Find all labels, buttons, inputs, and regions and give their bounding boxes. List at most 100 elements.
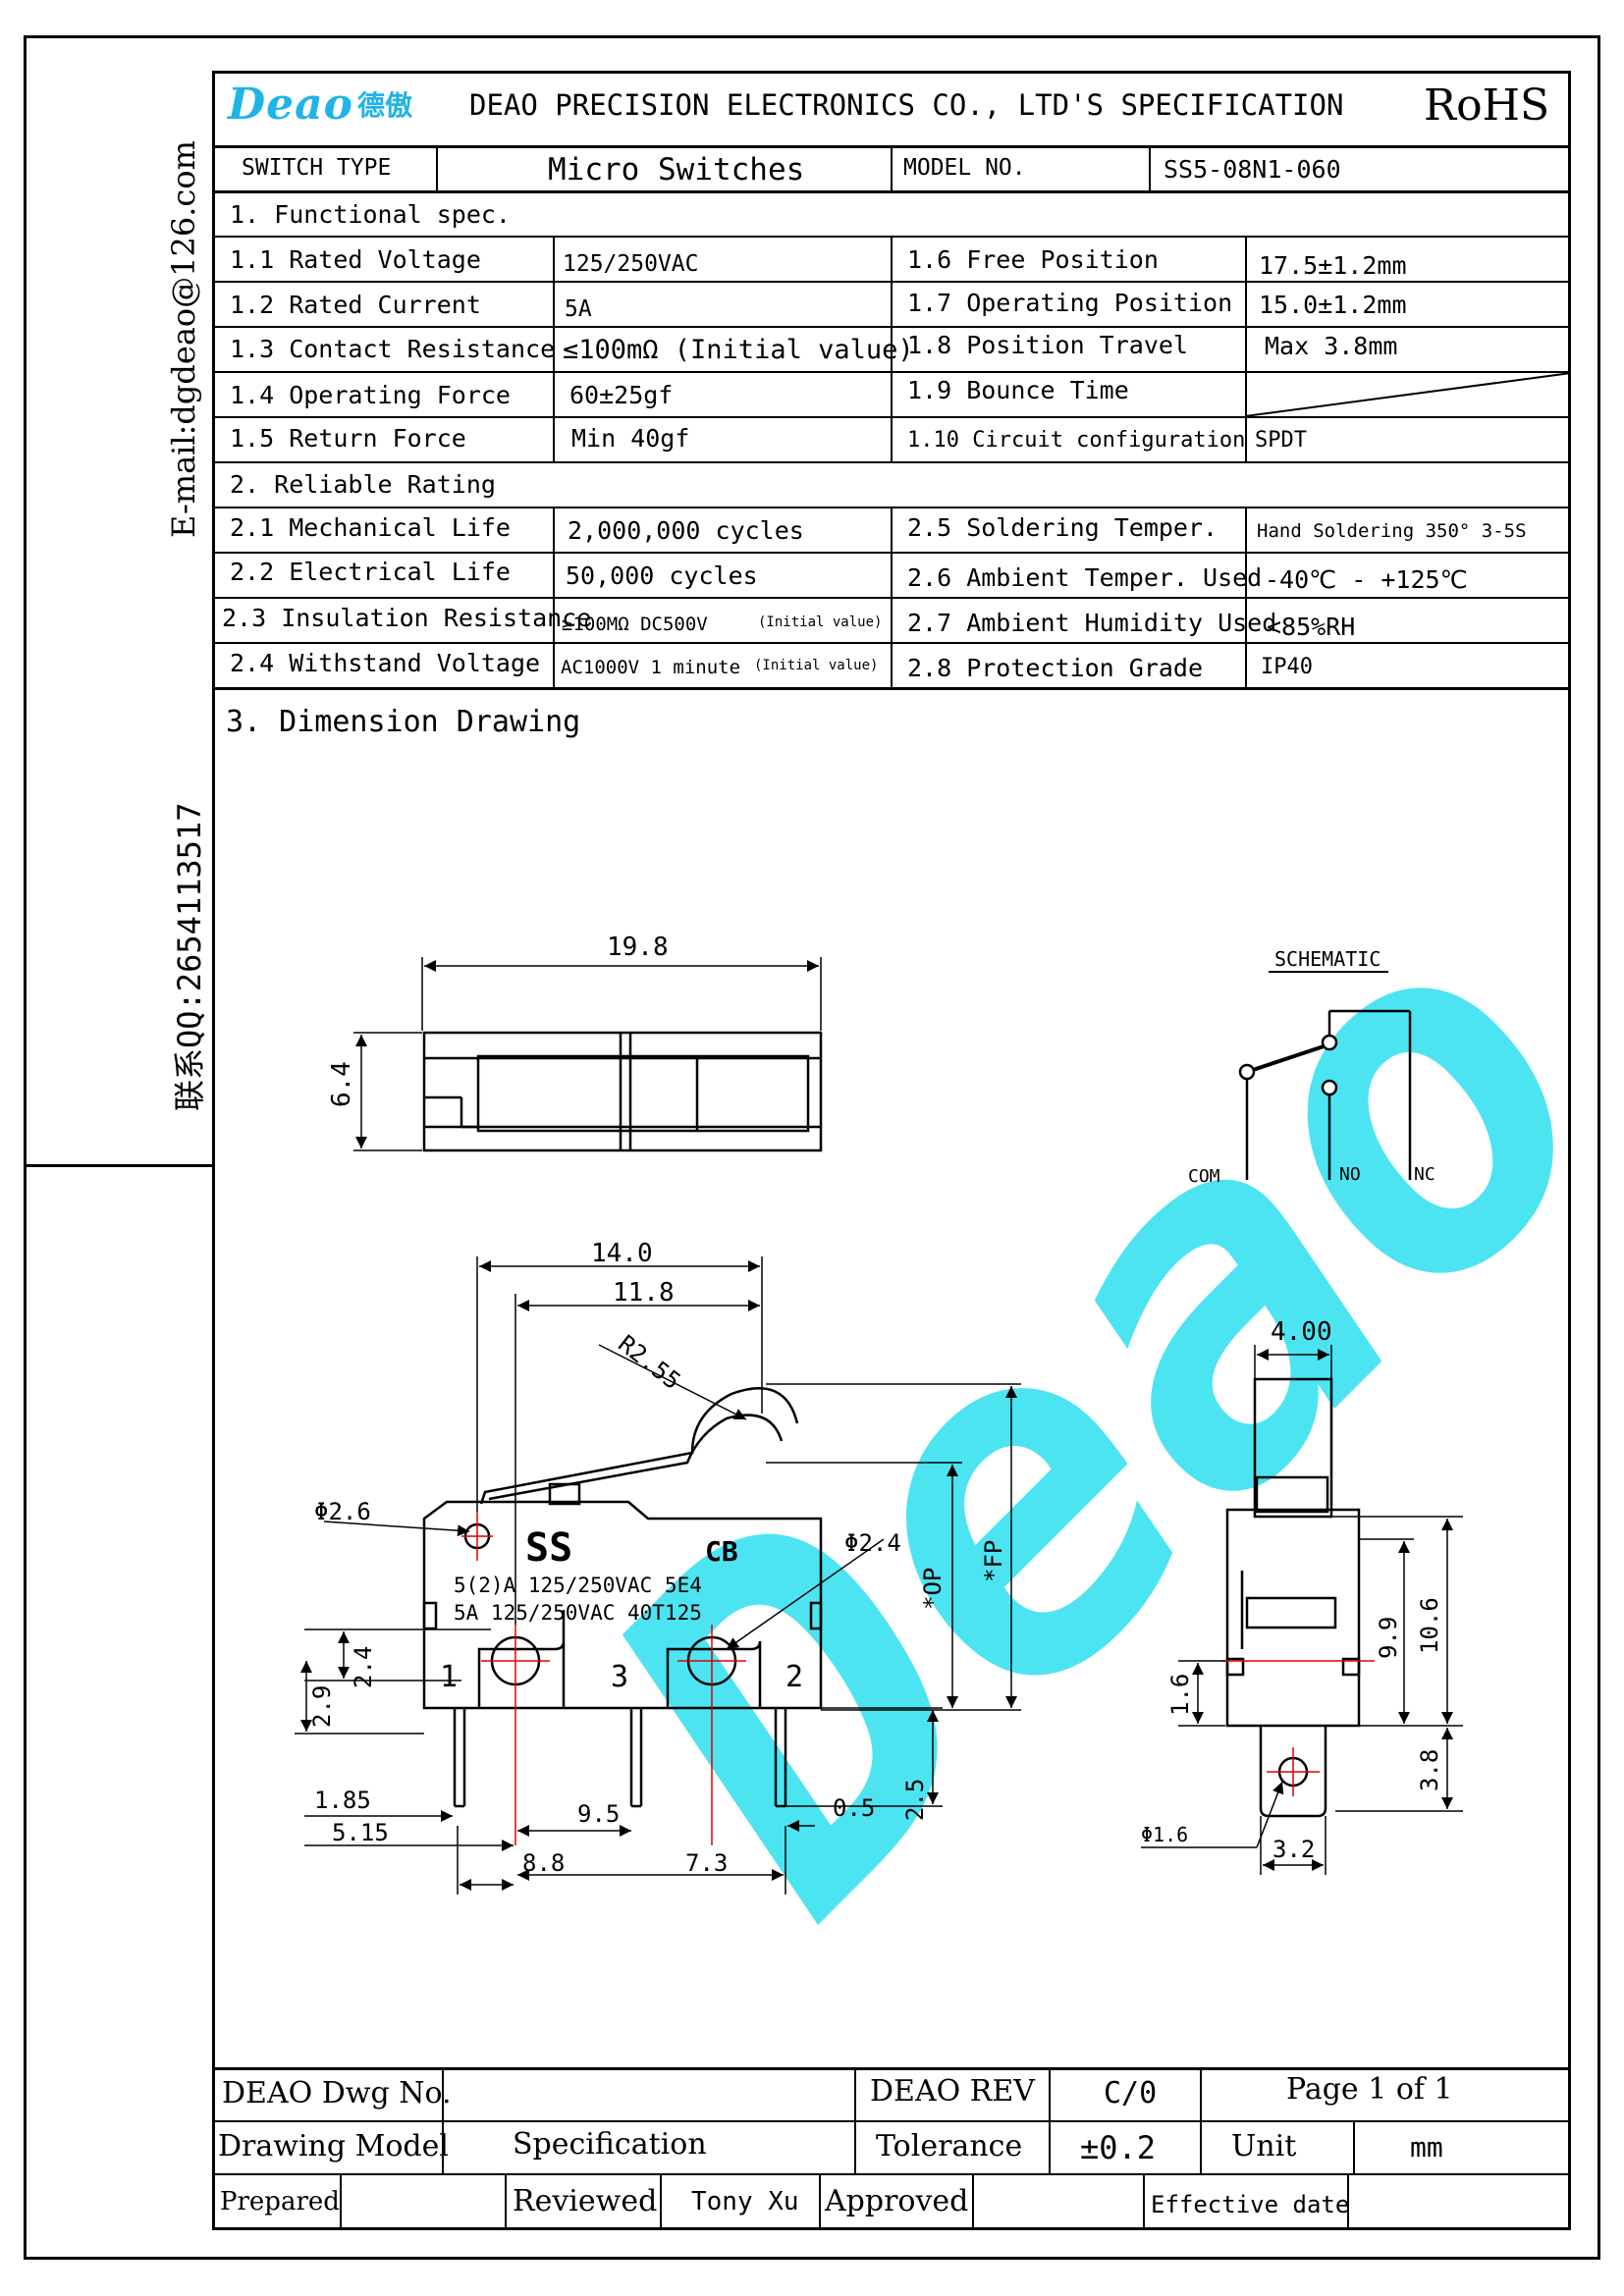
- spec-label: 1.6 Free Position: [907, 245, 1159, 274]
- spec-value: 15.0±1.2mm: [1259, 291, 1407, 319]
- footer-line: [972, 2173, 974, 2230]
- table-line: [1245, 507, 1247, 687]
- top-view-dims: [353, 957, 822, 1151]
- page-number: Page 1 of 1: [1286, 2072, 1453, 2107]
- sheet-border: [212, 71, 1571, 2230]
- switch-type-value: Micro Switches: [548, 152, 805, 187]
- spec-label: 1.10 Circuit configuration: [907, 428, 1246, 453]
- front-view-dims: [295, 1256, 1021, 1895]
- side-view-dims: [1141, 1345, 1463, 1875]
- spec-label: 1.4 Operating Force: [230, 381, 511, 409]
- effective-date-label: Effective date: [1151, 2191, 1350, 2218]
- spec-value: 2,000,000 cycles: [568, 516, 804, 545]
- dim-7-3: 7.3: [685, 1849, 728, 1877]
- dim-3-8: 3.8: [1416, 1749, 1443, 1791]
- footer-line: [1143, 2173, 1145, 2230]
- footer-line: [212, 2120, 1571, 2122]
- spec-label: 1.5 Return Force: [230, 424, 466, 453]
- watermark-text: Deao 德傲: [505, 0, 1624, 2008]
- footer-line: [505, 2173, 507, 2230]
- company-logo: Deao 德傲: [228, 80, 412, 130]
- side-view-centerlines: [1221, 1660, 1375, 1796]
- spec-value: Hand Soldering 350° 3-5S: [1257, 520, 1527, 542]
- spec-value: AC1000V 1 minute: [561, 657, 741, 678]
- spec-label: 2.2 Electrical Life: [230, 558, 511, 586]
- spec-note: (Initial value): [754, 658, 879, 673]
- rev-value: C/0: [1104, 2076, 1158, 2110]
- table-line: [891, 507, 893, 687]
- dimension-heading: 3. Dimension Drawing: [226, 705, 581, 739]
- footer-line: [442, 2067, 444, 2173]
- model-label: MODEL NO.: [903, 155, 1026, 181]
- dim-9-9: 9.9: [1375, 1617, 1402, 1659]
- spec-value: <85%RH: [1267, 613, 1356, 641]
- approved-label: Approved: [825, 2184, 969, 2218]
- dim-8-8: 8.8: [522, 1849, 565, 1877]
- dim-11-8: 11.8: [613, 1278, 675, 1308]
- schematic-com: COM: [1188, 1166, 1220, 1187]
- dim-2-5: 2.5: [901, 1779, 929, 1821]
- dim-0-5: 0.5: [833, 1794, 875, 1822]
- front-brand: SS: [525, 1525, 572, 1571]
- spec-label: 2.4 Withstand Voltage: [230, 649, 541, 677]
- prepared-label: Prepared: [220, 2187, 340, 2216]
- unit-label: Unit: [1231, 2129, 1297, 2163]
- table-line: [212, 190, 1571, 193]
- schematic: [1238, 971, 1412, 1180]
- spec-label: 1.1 Rated Voltage: [230, 245, 481, 274]
- top-view: [422, 1031, 823, 1152]
- dim-5-15: 5.15: [332, 1819, 389, 1846]
- side-divider: [24, 1164, 214, 1167]
- dim-3-2: 3.2: [1272, 1836, 1315, 1863]
- spec-value: ≥100MΩ DC500V: [562, 614, 708, 635]
- pin-1-label: 1: [440, 1660, 458, 1694]
- spec-label: 2.7 Ambient Humidity Used: [907, 609, 1277, 637]
- spec-value: 60±25gf: [569, 381, 674, 409]
- empty-cell-diagonal: [1245, 372, 1571, 416]
- spec-value: Max 3.8mm: [1265, 332, 1398, 360]
- side-view-body: [1225, 1377, 1361, 1818]
- front-view-centerlines: [461, 1512, 746, 1845]
- dim-4-00: 4.00: [1271, 1317, 1332, 1347]
- front-cert-cb: CB: [705, 1535, 738, 1568]
- spec-value: 125/250VAC: [563, 251, 699, 277]
- rohs-mark: RoHS: [1424, 80, 1550, 131]
- dim-phi2-4: Φ2.4: [844, 1529, 901, 1557]
- dim-width: 19.8: [607, 933, 669, 962]
- front-marking1: 5(2)A 125/250VAC 5E4: [454, 1574, 702, 1597]
- table-line: [212, 461, 1571, 463]
- footer-line: [212, 2067, 1571, 2070]
- dim-1-85: 1.85: [314, 1787, 371, 1814]
- drawing-model-label: Drawing Model: [218, 2129, 449, 2163]
- reviewer-name: Tony Xu: [691, 2187, 799, 2216]
- front-marking2: 5A 125/250VAC 40T125: [454, 1601, 702, 1625]
- footer-line: [1353, 2120, 1355, 2173]
- dim-phi1-6: Φ1.6: [1141, 1823, 1188, 1846]
- rev-label: DEAO REV: [870, 2074, 1035, 2109]
- spec-label: 2.5 Soldering Temper.: [907, 513, 1218, 542]
- spec-title: DEAO PRECISION ELECTRONICS CO., LTD'S SP…: [469, 88, 1344, 122]
- spec-value: 17.5±1.2mm: [1259, 251, 1407, 280]
- spec-value: 50,000 cycles: [566, 561, 758, 590]
- watermark-logo: Deao 德傲: [505, 0, 1624, 2008]
- dim-9-5: 9.5: [577, 1800, 620, 1828]
- spec-label: 1.9 Bounce Time: [907, 376, 1129, 404]
- spec-label: 1.8 Position Travel: [907, 331, 1188, 359]
- footer-line: [854, 2067, 856, 2173]
- schematic-no: NO: [1339, 1164, 1361, 1185]
- table-line: [553, 236, 555, 461]
- spec-label: 2.8 Protection Grade: [907, 654, 1204, 682]
- dwg-no-label: DEAO Dwg No.: [222, 2076, 452, 2110]
- spec-note: (Initial value): [758, 614, 883, 630]
- dim-r2-55: R2.55: [613, 1330, 685, 1396]
- spec-label: 2.6 Ambient Temper. Used: [907, 563, 1263, 592]
- dim-1-6: 1.6: [1166, 1674, 1194, 1716]
- tolerance-value: ±0.2: [1080, 2129, 1157, 2166]
- dim-op: *OP: [919, 1568, 947, 1610]
- tolerance-label: Tolerance: [876, 2129, 1023, 2163]
- schematic-title: SCHEMATIC: [1274, 947, 1380, 971]
- spec-value: -40℃ - +125℃: [1265, 565, 1468, 594]
- table-line: [891, 145, 893, 190]
- spec-value: IP40: [1261, 655, 1313, 679]
